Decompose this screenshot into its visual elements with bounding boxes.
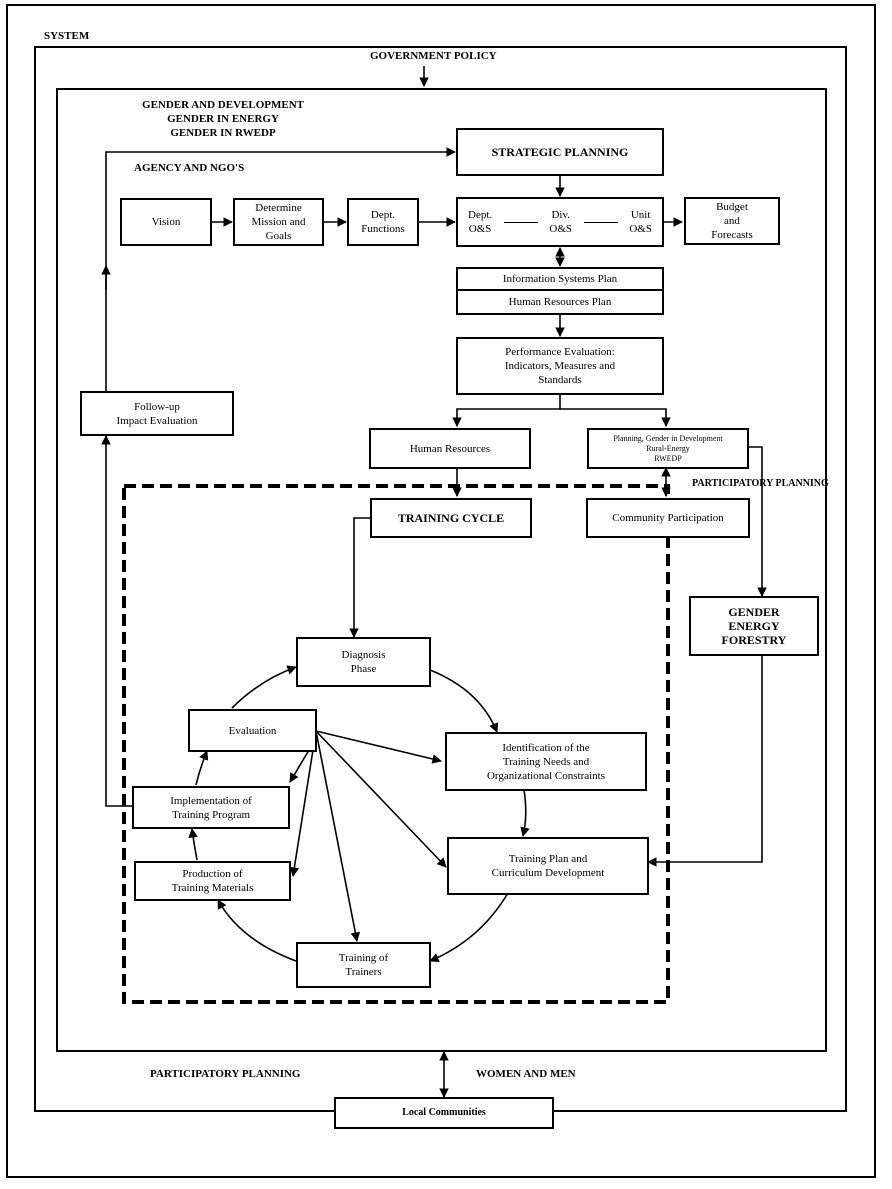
- info-systems-plan: Information Systems Plan: [458, 269, 662, 291]
- women-and-men-label: WOMEN AND MEN: [476, 1068, 576, 1080]
- production-box: Production of Training Materials: [134, 861, 291, 901]
- hr-plan: Human Resources Plan: [508, 296, 612, 308]
- ons-box: Dept. O&S Div. O&S Unit O&S: [456, 197, 664, 247]
- policy-frame: [56, 88, 827, 1052]
- evaluation-box: Evaluation: [188, 709, 317, 752]
- strategic-planning-box: STRATEGIC PLANNING: [456, 128, 664, 176]
- diagnosis-box: Diagnosis Phase: [296, 637, 431, 687]
- training-plan-box: Training Plan and Curriculum Development: [447, 837, 649, 895]
- human-resources-box: Human Resources: [369, 428, 531, 469]
- ons-divider: [503, 221, 538, 223]
- training-cycle-title-box: TRAINING CYCLE: [370, 498, 532, 538]
- participatory-planning-right-label: PARTICIPATORY PLANNING: [692, 478, 829, 489]
- ons-divider: [583, 221, 618, 223]
- local-communities-box: Local Communities: [334, 1097, 554, 1129]
- system-label: SYSTEM: [44, 30, 90, 42]
- mission-box: Determine Mission and Goals: [233, 198, 324, 246]
- gender-energy-forestry-box: GENDER ENERGY FORESTRY: [689, 596, 819, 656]
- plans-box: Information Systems Plan Human Resources…: [456, 267, 664, 315]
- participatory-planning-bottom-label: PARTICIPATORY PLANNING: [150, 1068, 301, 1080]
- identification-box: Identification of the Training Needs and…: [445, 732, 647, 791]
- training-of-trainers-box: Training of Trainers: [296, 942, 431, 988]
- gender-label-1: GENDER AND DEVELOPMENT: [142, 99, 304, 111]
- performance-evaluation-box: Performance Evaluation: Indicators, Meas…: [456, 337, 664, 395]
- gender-label-2: GENDER IN ENERGY: [167, 113, 279, 125]
- budget-box: Budget and Forecasts: [684, 197, 780, 245]
- dept-functions-box: Dept. Functions: [347, 198, 419, 246]
- vision-box: Vision: [120, 198, 212, 246]
- planning-gender-box: Planning, Gender in Development Rural-En…: [587, 428, 749, 469]
- government-policy-label: GOVERNMENT POLICY: [370, 50, 497, 62]
- div-ons: Div. O&S: [549, 209, 573, 235]
- follow-up-box: Follow-up Impact Evaluation: [80, 391, 234, 436]
- outer-border: [6, 4, 876, 1178]
- dept-ons: Dept. O&S: [468, 209, 493, 235]
- gender-label-3: GENDER IN RWEDP: [170, 127, 276, 139]
- community-participation-box: Community Participation: [586, 498, 750, 538]
- agency-label: AGENCY AND NGO'S: [134, 162, 245, 174]
- unit-ons: Unit O&S: [629, 209, 652, 235]
- implementation-box: Implementation of Training Program: [132, 786, 290, 829]
